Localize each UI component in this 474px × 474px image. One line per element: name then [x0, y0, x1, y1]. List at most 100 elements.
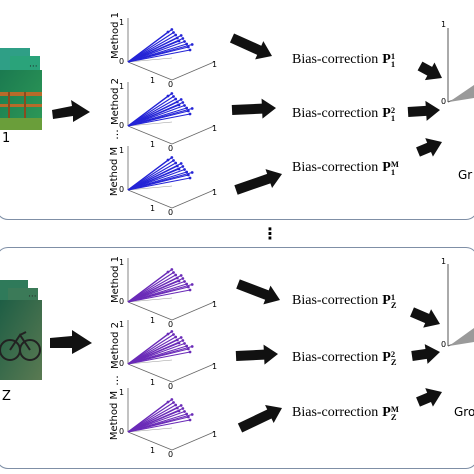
vector-line [127, 49, 191, 63]
bottom-plot-1-tick-origin: 0 [119, 297, 125, 306]
vector-tip [179, 404, 183, 407]
vector-tip [181, 37, 185, 40]
method-plot-bottom-2 [127, 320, 215, 383]
vector-line [127, 160, 174, 191]
top-method-dots: ··· [110, 129, 124, 140]
vector-line [127, 399, 173, 433]
vector-line [127, 342, 185, 365]
vector-line [127, 107, 193, 127]
vector-tip [174, 161, 178, 165]
bottom-plot-2-tick-x: 1 [150, 378, 156, 387]
arrow-top-method2-to-bias [231, 98, 276, 119]
bottom-plot-2-tick-y: 1 [212, 362, 218, 371]
bottom-plot-3-tick-z: 1 [119, 388, 125, 397]
arrow-bottom-bias2-to-output [411, 344, 440, 364]
vector-tip [172, 159, 175, 162]
vector-tip [172, 271, 175, 274]
vector-line [127, 101, 184, 127]
arrow-bottom-bias1-to-output [410, 307, 440, 328]
vector-tip [174, 97, 178, 101]
vector-tip [183, 104, 186, 107]
bottom-output-tick-zero: 0 [441, 340, 447, 349]
arrow-bottom-methodm-to-bias [237, 404, 282, 433]
arrow-bottom-image-to-methods [50, 330, 92, 354]
vector-line [127, 407, 184, 433]
vector-tip [185, 170, 189, 174]
vector-tip [188, 350, 192, 354]
arrow-top-bias2-to-output [407, 100, 440, 121]
bottom-panel [0, 247, 474, 469]
vector-tip [179, 274, 183, 277]
vector-line [127, 113, 191, 127]
bottom-plot-3-tick-origin: 0 [119, 427, 125, 436]
bottom-plot-3-tick-x: 1 [150, 446, 156, 455]
arrow-top-methodm-to-bias [234, 169, 282, 195]
vector-tip [181, 277, 185, 280]
bottom-plot-3-tick-x0: 0 [168, 450, 174, 459]
top-plot-1-tick-x0: 0 [168, 80, 174, 89]
vector-tip [174, 33, 178, 37]
bottom-method-dots: ··· [110, 375, 124, 386]
arrow-top-image-to-methods [52, 100, 90, 122]
vector-line [127, 337, 182, 365]
vector-tip [190, 43, 194, 46]
method-plot-top-2 [127, 82, 215, 145]
vector-line [127, 93, 173, 127]
vector-line [127, 289, 191, 303]
arrow-top-biasm-to-output [416, 138, 442, 157]
top-plot-1-tick-x: 1 [150, 76, 156, 85]
vector-tip [190, 107, 194, 110]
vector-tip [185, 282, 189, 286]
vector-tip [170, 268, 174, 271]
between-blocks-dots: ⋮ [262, 224, 278, 243]
vector-line [127, 345, 193, 365]
vector-line [127, 283, 193, 303]
vector-tip [188, 112, 192, 116]
vector-tip [183, 40, 186, 43]
top-plot-1-tick-z: 1 [119, 18, 125, 27]
vector-tip [183, 168, 186, 171]
top-plot-2-tick-x: 1 [150, 140, 156, 149]
vector-line [127, 410, 185, 433]
top-subject-label: 1 [2, 131, 11, 146]
bottom-plot-2-tick-z: 1 [119, 320, 125, 329]
bottom-image-stack: ··· [0, 280, 42, 380]
vector-tip [181, 101, 185, 104]
vector-tip [188, 418, 192, 422]
vector-line [127, 29, 173, 63]
top-plot-2-tick-z: 1 [119, 82, 125, 91]
vector-tip [172, 31, 175, 34]
arrow-bottom-biasm-to-output [416, 388, 442, 407]
top-plot-3-tick-y: 1 [212, 188, 218, 197]
vector-line [127, 277, 184, 303]
bottom-plot-2-tick-x0: 0 [168, 382, 174, 391]
top-panel [0, 0, 474, 220]
top-plot-2-tick-origin: 0 [119, 121, 125, 130]
bottom-plot-2-tick-origin: 0 [119, 359, 125, 368]
vector-tip [172, 95, 175, 98]
vector-line [127, 96, 174, 127]
bottom-plot-1-tick-x0: 0 [168, 320, 174, 329]
vector-line [127, 43, 193, 63]
vector-tip [185, 42, 189, 46]
vector-line [127, 275, 182, 303]
bottom-output-plot [447, 264, 474, 347]
top-output-plot [447, 28, 474, 103]
vector-tip [190, 171, 194, 174]
arrow-top-bias1-to-output [417, 61, 442, 81]
vector-tip [172, 333, 175, 336]
vector-tip [170, 156, 174, 159]
bottom-plot-1-tick-x: 1 [150, 316, 156, 325]
svg-text:···: ··· [29, 62, 38, 72]
method-plot-top-1 [127, 18, 215, 81]
vector-tip [179, 162, 183, 165]
vector-tip [183, 410, 186, 413]
top-output-tick-zero: 0 [441, 97, 447, 106]
method-plot-bottom-1 [127, 258, 215, 321]
vector-line [127, 37, 184, 63]
